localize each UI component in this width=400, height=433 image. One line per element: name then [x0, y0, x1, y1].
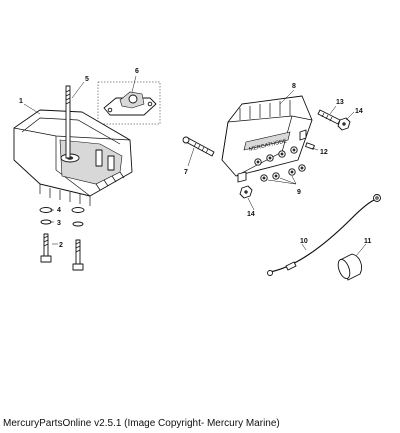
part-13-stud — [317, 109, 341, 125]
callout-2: 2 — [59, 242, 63, 249]
part-7-screw — [182, 136, 215, 157]
callout-13: 13 — [336, 99, 344, 106]
part-11-cap — [337, 253, 363, 281]
callout-14-upper: 14 — [355, 108, 363, 115]
callout-11: 11 — [364, 238, 372, 245]
callout-6: 6 — [135, 68, 139, 75]
callout-7: 7 — [184, 169, 188, 176]
part-10-lead-wire — [267, 194, 381, 276]
callout-1: 1 — [19, 98, 23, 105]
callout-labels: 1 2 3 4 5 6 7 8 9 10 11 12 13 14 14 — [19, 68, 372, 249]
part-3-lockwasher — [40, 219, 84, 227]
part-5-stud — [65, 85, 71, 159]
part-1-housing — [13, 109, 133, 206]
callout-4: 4 — [57, 207, 61, 214]
part-2-bolts — [40, 233, 84, 271]
callout-10: 10 — [300, 238, 308, 245]
callout-3: 3 — [57, 220, 61, 227]
part-14-nut-upper — [337, 117, 351, 131]
callout-9: 9 — [297, 189, 301, 196]
image-caption: MercuryPartsOnline v2.5.1 (Image Copyrig… — [3, 418, 280, 429]
callout-5: 5 — [85, 76, 89, 83]
part-4-washer — [39, 207, 85, 213]
leader-lines — [23, 75, 367, 257]
part-12-screw — [305, 142, 315, 150]
callout-8: 8 — [292, 83, 296, 90]
callout-12: 12 — [320, 149, 328, 156]
callout-14-lower: 14 — [247, 211, 255, 218]
part-6-bracket — [97, 81, 161, 125]
parts-exploded-diagram: MERCATHODE — [13, 68, 381, 281]
part-8-control-unit: MERCATHODE — [221, 95, 313, 183]
part-9-nuts — [260, 164, 306, 182]
part-14-nut-lower — [239, 185, 253, 199]
